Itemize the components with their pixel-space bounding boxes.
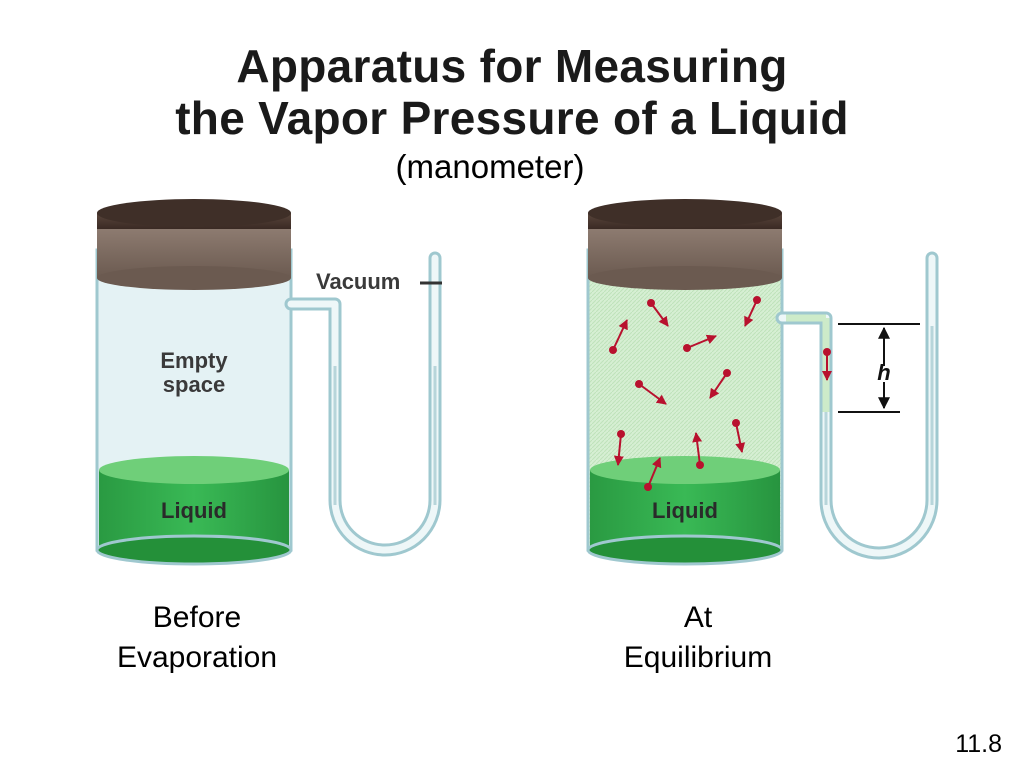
vapor-molecule	[723, 369, 731, 377]
caption-before-evaporation: Before Evaporation	[67, 598, 327, 678]
right-liquid-surface	[590, 456, 780, 484]
left-jar-bottom	[95, 534, 293, 566]
empty-space-label-2: space	[163, 372, 225, 397]
right-jar-bottom	[586, 534, 784, 566]
vapor-molecule	[635, 380, 643, 388]
vapor-molecule	[609, 346, 617, 354]
height-label: h	[877, 360, 890, 385]
vapor-molecule-arrow	[709, 372, 728, 399]
vapor-molecule-arrow	[735, 422, 746, 453]
vapor-molecule-arrow	[650, 302, 669, 327]
left-manometer-bore	[287, 254, 439, 554]
caption-equilibrium-line2: Equilibrium	[623, 641, 773, 674]
vapor-molecules	[609, 296, 761, 491]
caption-equilibrium-line1: At	[683, 601, 713, 634]
subtitle: (manometer)	[395, 148, 585, 185]
slide-number: 11.8	[955, 730, 1002, 758]
vapor-molecule	[647, 299, 655, 307]
right-manometer-bore	[778, 254, 936, 557]
right-apparatus: h Liquid	[586, 199, 939, 566]
vapor-molecule-arrow	[686, 334, 717, 349]
vapor-molecule	[683, 344, 691, 352]
left-liquid-label: Liquid	[161, 498, 227, 523]
left-lid-top	[97, 199, 291, 227]
vapor-molecule	[644, 483, 652, 491]
right-lid-band-bottom	[588, 266, 782, 290]
vapor-molecule-arrow	[647, 457, 662, 488]
caption-before-line2: Evaporation	[116, 641, 278, 674]
vapor-molecule	[696, 461, 704, 469]
title-line-1: Apparatus for Measuring	[236, 40, 788, 92]
vapor-molecule	[617, 430, 625, 438]
right-manometer-tube	[775, 251, 939, 560]
vapor-molecule-arrow	[638, 383, 667, 405]
vapor-molecule	[753, 296, 761, 304]
caption-at-equilibrium: At Equilibrium	[568, 598, 828, 678]
vapor-molecule-arrow	[692, 432, 703, 466]
left-lid-band-bottom	[97, 266, 291, 290]
title-line-2: the Vapor Pressure of a Liquid	[175, 92, 849, 144]
left-liquid-surface	[99, 456, 289, 484]
right-lid-top	[588, 199, 782, 227]
caption-before-line1: Before	[152, 601, 242, 634]
vapor-molecule-arrow	[612, 319, 628, 351]
empty-space-label-1: Empty	[160, 348, 228, 373]
vapor-molecule	[732, 419, 740, 427]
left-apparatus: Vacuum Empty space Liquid	[95, 199, 442, 566]
vacuum-label: Vacuum	[316, 269, 400, 294]
vapor-molecule-arrow	[613, 433, 624, 466]
right-liquid-label: Liquid	[652, 498, 718, 523]
vapor-molecule-arrow	[744, 299, 758, 327]
